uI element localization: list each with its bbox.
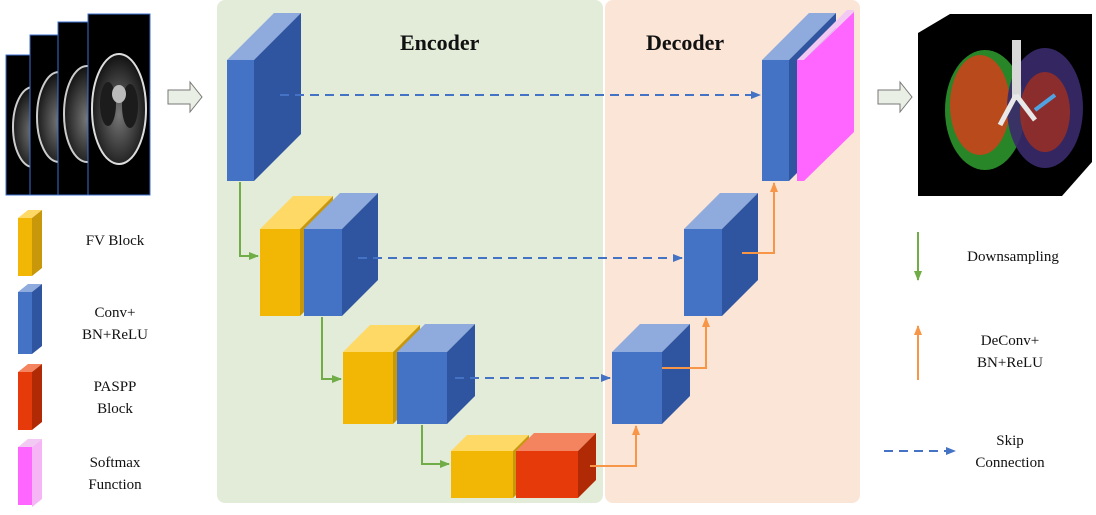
network-connectors — [239, 91, 778, 468]
conv-block-level2 — [304, 193, 378, 316]
legend-skip-label: Skip Connection — [975, 433, 1045, 471]
network-blocks — [227, 10, 854, 498]
conv-block-decoder3 — [612, 324, 690, 424]
encoder-title: Encoder — [400, 30, 480, 55]
deconv-arrow-1 — [590, 425, 640, 467]
legend-conv-label: Conv+ BN+ReLU — [82, 305, 148, 343]
output-arrow-icon — [877, 80, 913, 114]
conv-block-decoder2 — [684, 193, 758, 316]
legend-softmax-label: Softmax Function — [88, 455, 142, 493]
legend-downsampling-label: Downsampling — [967, 249, 1059, 265]
downsample-arrow-3 — [421, 425, 450, 468]
downsample-arrow-2 — [321, 317, 342, 383]
conv-block-level3 — [397, 324, 475, 424]
conv-block-level1 — [227, 13, 301, 181]
legend-fv-block-swatch — [18, 210, 42, 276]
legend-deconv-label: DeConv+ BN+ReLU — [977, 333, 1043, 371]
paspp-block-bottleneck — [516, 433, 596, 498]
legend-fv-block-label: FV Block — [85, 233, 145, 249]
softmax-face — [804, 12, 854, 181]
legend-softmax-swatch — [18, 439, 42, 507]
deconv-arrow-2 — [662, 317, 710, 369]
downsample-arrow-1 — [239, 182, 259, 260]
legend-paspp-label: PASPP Block — [93, 379, 137, 417]
deconv-arrow-3 — [742, 182, 778, 254]
decoder-title: Decoder — [646, 30, 725, 55]
ct-scan-stack-image — [5, 13, 151, 196]
legend-conv-swatch — [18, 284, 42, 354]
input-arrow-icon — [167, 80, 203, 114]
lung-segmentation-render — [918, 14, 1092, 196]
legend-paspp-swatch — [18, 364, 42, 430]
